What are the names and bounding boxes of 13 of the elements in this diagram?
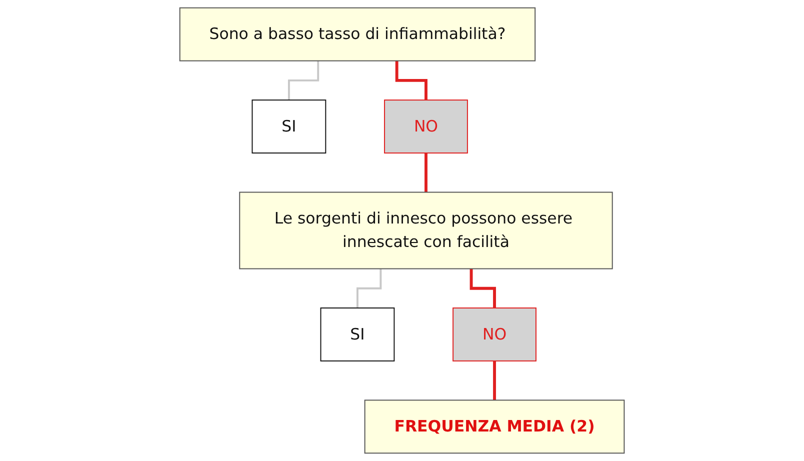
connector xyxy=(424,153,428,194)
connector xyxy=(288,60,320,102)
node-box: NO xyxy=(384,100,468,154)
node-box: Sono a basso tasso di infiammabilità? xyxy=(179,7,536,62)
connector xyxy=(356,268,382,309)
connector xyxy=(493,360,496,402)
node-box: SI xyxy=(320,307,395,362)
connector xyxy=(470,268,496,310)
node-box: SI xyxy=(252,100,326,154)
connector xyxy=(395,60,428,102)
node-box: FREQUENZA MEDIA (2) xyxy=(364,400,625,454)
node-box: Le sorgenti di innesco possono essere innescate con facilità xyxy=(239,192,613,270)
node-box: NO xyxy=(452,307,536,362)
